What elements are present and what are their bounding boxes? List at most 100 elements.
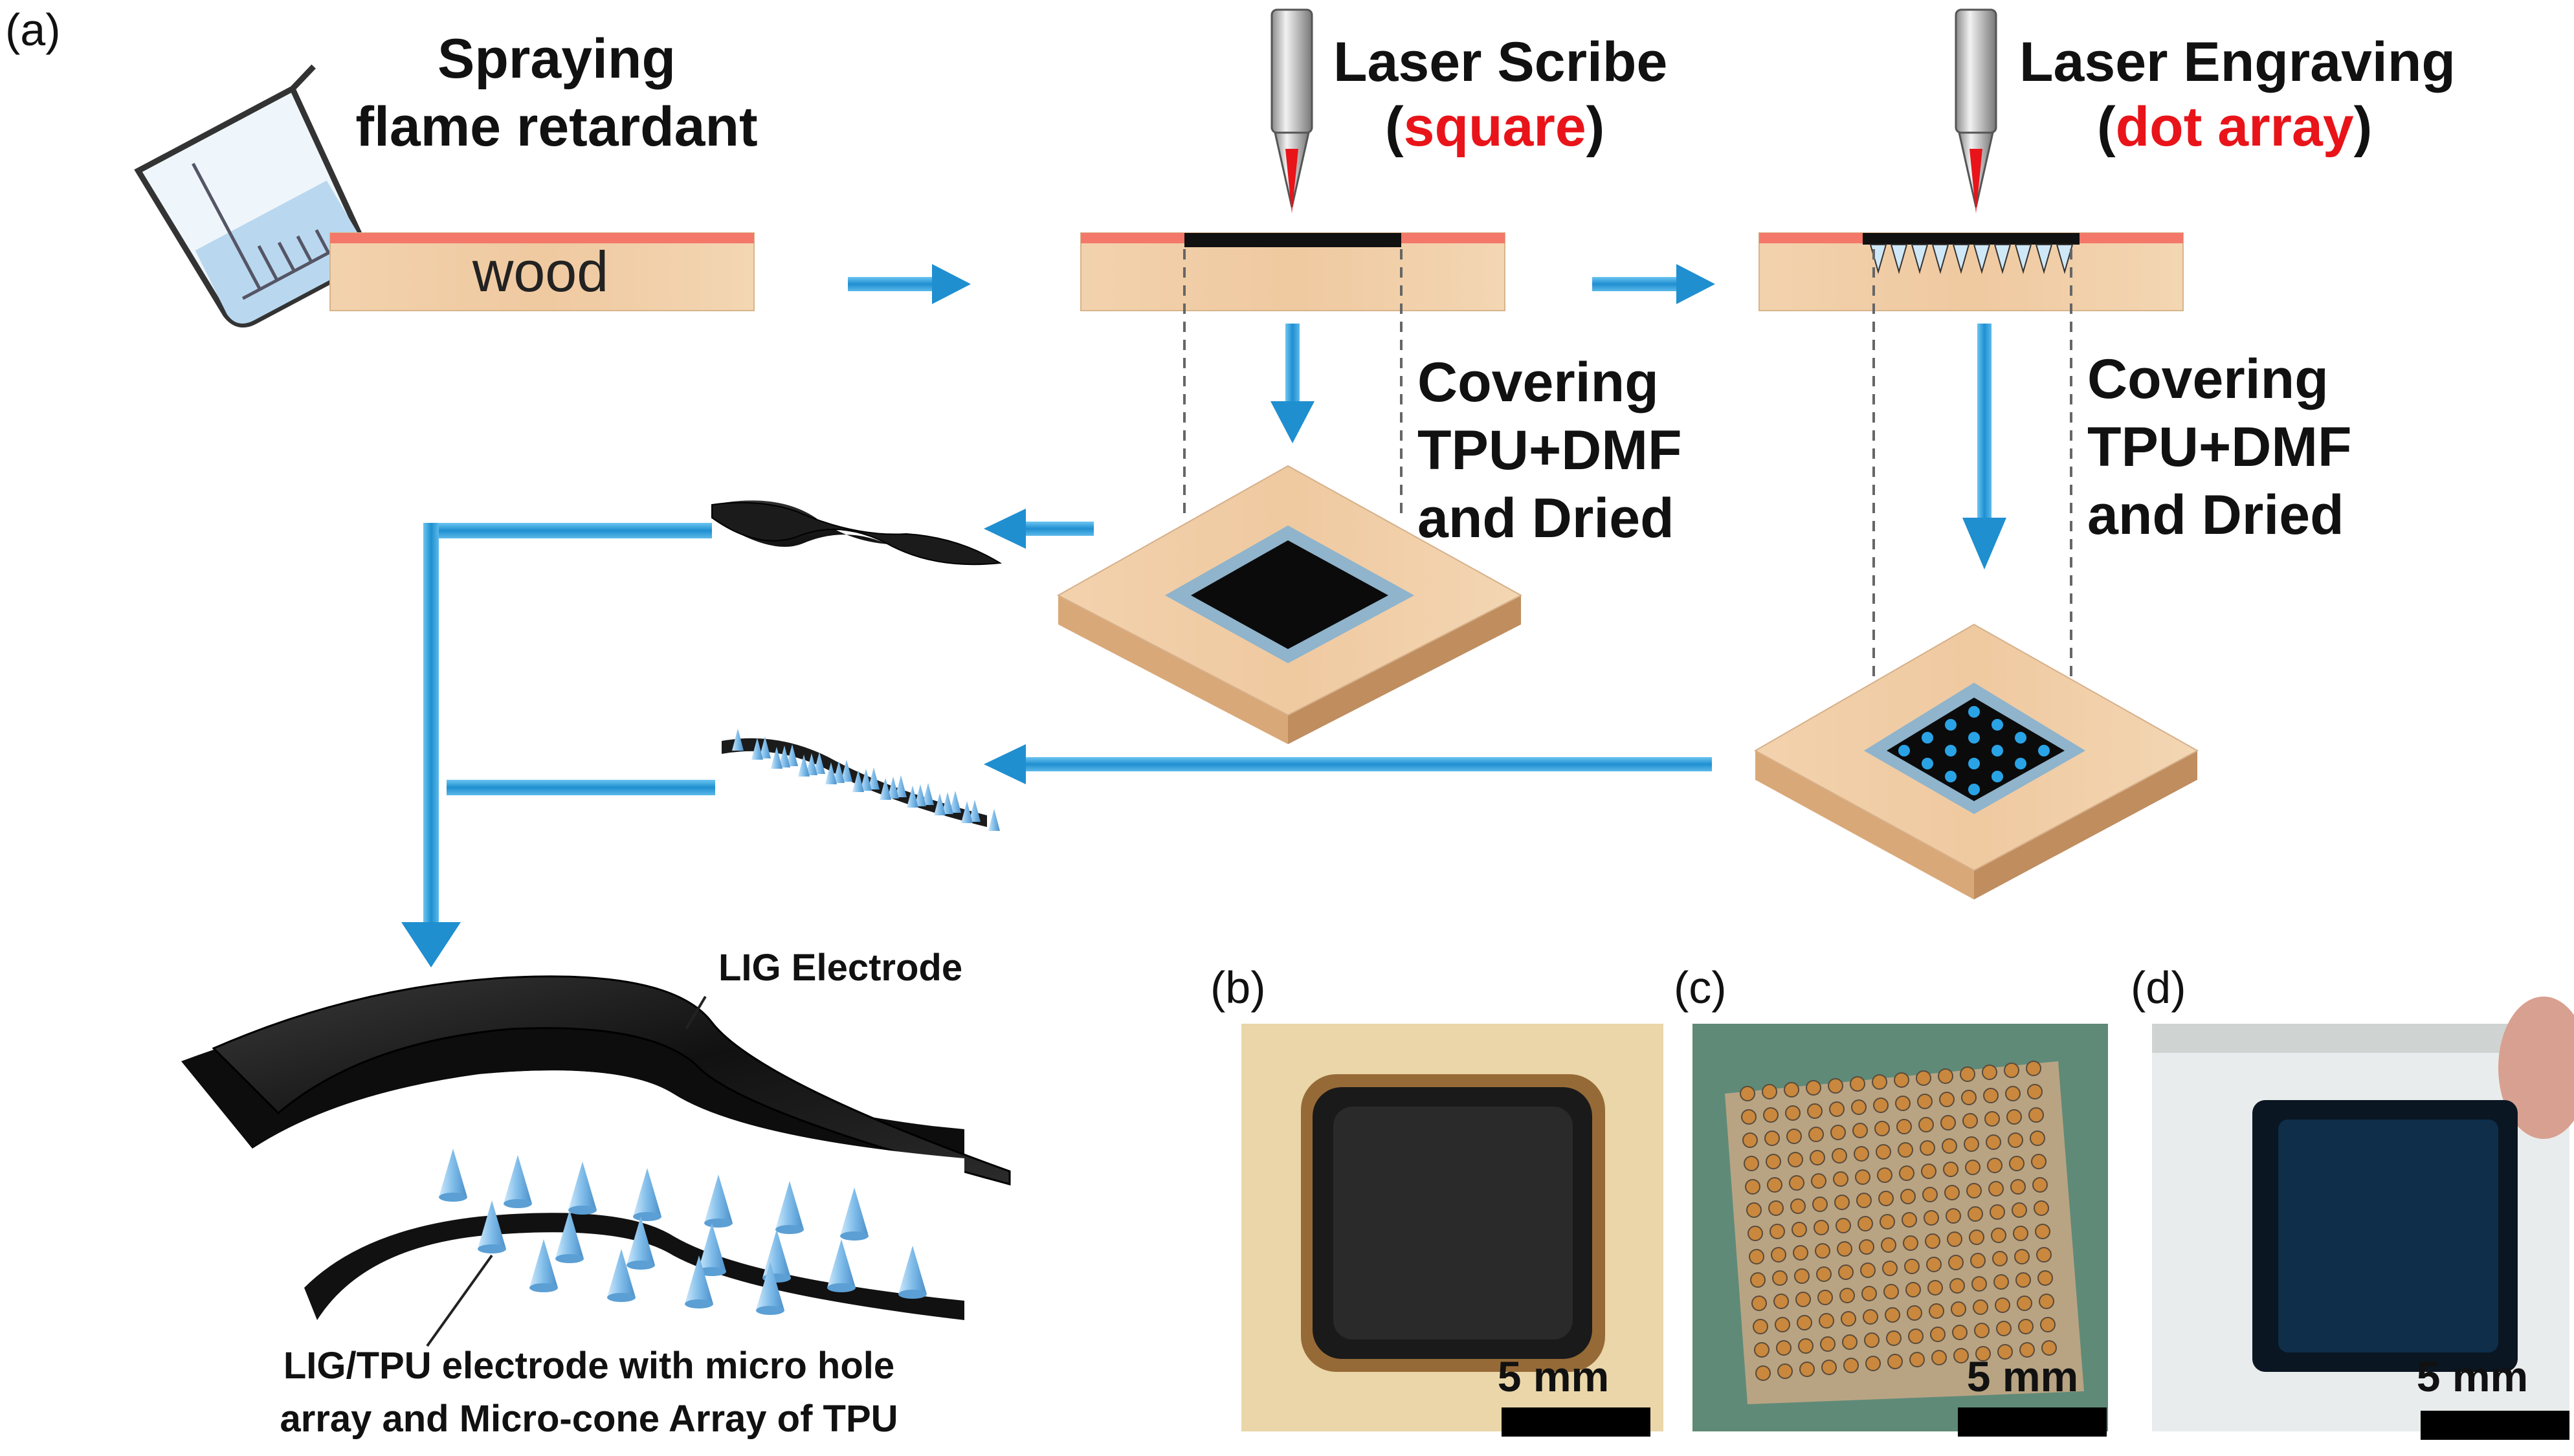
photo-c-dot: [1929, 1303, 1944, 1319]
micro-cone-base: [840, 1231, 869, 1241]
small-cone: [868, 767, 880, 789]
iso-dot: [2015, 732, 2026, 744]
small-cone: [814, 752, 825, 774]
panel-label-c: (c): [1674, 962, 1727, 1013]
iso-dot: [2015, 758, 2026, 769]
photo-c-dot: [2026, 1061, 2041, 1076]
photo-c-dot: [1924, 1210, 1939, 1226]
small-cone: [798, 755, 810, 777]
photo-c-dot: [1939, 1092, 1955, 1107]
photo-c-dot: [1741, 1109, 1757, 1125]
engraved-cone: [2056, 244, 2074, 274]
photo-c-dot: [1755, 1365, 1771, 1381]
micro-cone: [627, 1217, 655, 1265]
micro-cone: [756, 1262, 784, 1310]
photo-c-dot: [1814, 1220, 1829, 1235]
photo-c-dot: [1995, 1297, 2010, 1313]
photo-c-dot: [1943, 1162, 1958, 1177]
photo-c-dot: [2008, 1132, 2023, 1148]
micro-cone: [529, 1239, 558, 1288]
photo-c-dot: [1852, 1123, 1868, 1138]
panel-label-d: (d): [2131, 962, 2186, 1013]
scale-bar-label-d: 5 mm: [2417, 1352, 2528, 1400]
iso-dot: [1898, 745, 1910, 756]
iso-dot: [1968, 784, 1980, 795]
wood-board-2: [1080, 232, 1505, 311]
photo-c-dot: [1898, 1142, 1913, 1158]
photo-c-dot: [1949, 1278, 1965, 1294]
micro-cone: [478, 1200, 506, 1249]
arrow-down-2: [1962, 324, 2006, 569]
engraved-cone: [1931, 244, 1949, 274]
lig-electrode-label: LIG Electrode: [718, 947, 962, 989]
photo-c-dot: [2004, 1063, 2019, 1078]
photo-c-dot: [1749, 1249, 1764, 1264]
small-cone: [887, 777, 899, 799]
micro-cone: [685, 1255, 713, 1304]
photo-c-dot: [1851, 1099, 1867, 1115]
photo-c-dot: [1863, 1309, 1878, 1325]
photo-c-dot: [1918, 1117, 1934, 1132]
photo-c-dot: [2009, 1156, 2025, 1171]
small-cone: [833, 761, 845, 783]
small-cone-array: [732, 729, 1000, 831]
photo-c-dot: [1905, 1282, 1921, 1297]
photo-c-dot: [1940, 1115, 1956, 1131]
photo-c-dot: [2032, 1177, 2048, 1193]
photo-c-dot: [1885, 1307, 1900, 1323]
photo-c-dot: [1793, 1245, 1808, 1261]
photo-c-dot: [1806, 1080, 1821, 1096]
photo-c-dot: [1764, 1131, 1780, 1146]
photo-c-dot: [1830, 1125, 1846, 1140]
iso-dot-grid: [1898, 706, 2050, 795]
photo-c-dot: [1786, 1129, 1802, 1144]
photo-c-dot: [1742, 1132, 1758, 1148]
photo-c-dot: [1877, 1167, 1892, 1183]
engraved-cone: [1973, 244, 1991, 274]
photo-c-dot: [1854, 1146, 1869, 1162]
photo-c-dot: [1747, 1226, 1763, 1241]
photo-c-dot: [1916, 1070, 1931, 1086]
laser-engraving-title: Laser Engraving: [2019, 31, 2456, 93]
scribe-open-paren: (: [1385, 96, 1404, 158]
iso-dot: [1922, 758, 1933, 769]
micro-cone: [607, 1249, 636, 1297]
micro-cone-base: [756, 1306, 784, 1315]
photo-c-dot: [1842, 1334, 1858, 1350]
iso-board-dots: [1753, 623, 2199, 899]
photo-c-dot: [1968, 1206, 1983, 1222]
micro-cone: [633, 1168, 661, 1217]
photo-c-dot: [1789, 1175, 1804, 1191]
photo-c-dot: [1821, 1360, 1837, 1375]
covering-label-1-line3: and Dried: [1417, 487, 1674, 549]
small-cone: [988, 809, 1000, 831]
photo-c-dot: [1987, 1158, 2003, 1173]
photo-c-dot: [2014, 1249, 2030, 1264]
cone-sheet-small: [722, 729, 1000, 831]
photo-c-dot: [1820, 1336, 1836, 1352]
micro-cone: [504, 1155, 532, 1204]
micro-cone-base: [898, 1290, 927, 1299]
photo-c-dot: [1794, 1268, 1810, 1284]
photo-c-dot: [2037, 1270, 2053, 1286]
beaker-icon: [134, 64, 368, 328]
photo-c-dot: [1763, 1107, 1779, 1123]
engrave-open-paren: (: [2097, 96, 2116, 158]
micro-cone: [840, 1187, 869, 1236]
small-cone: [895, 775, 907, 797]
photo-c-dot: [1817, 1290, 1833, 1305]
photo-c-dot: [1792, 1222, 1807, 1237]
scribe-close-paren: ): [1586, 96, 1605, 158]
photo-c-dot: [1746, 1202, 1762, 1218]
photo-c-dot: [1952, 1325, 1968, 1340]
photo-c-dot: [1836, 1218, 1851, 1233]
small-cone: [880, 778, 891, 800]
photo-b: 5 mm: [1241, 1024, 1663, 1437]
photo-c-dot: [2017, 1296, 2032, 1311]
photo-c-dot: [1925, 1233, 1940, 1249]
photo-c-dot: [1894, 1072, 1909, 1088]
photo-c-dot: [1881, 1237, 1896, 1253]
lig-sheet-small: [711, 500, 1003, 566]
photo-c-dot: [1874, 1121, 1890, 1136]
arrow-down-1: [1270, 324, 1315, 443]
